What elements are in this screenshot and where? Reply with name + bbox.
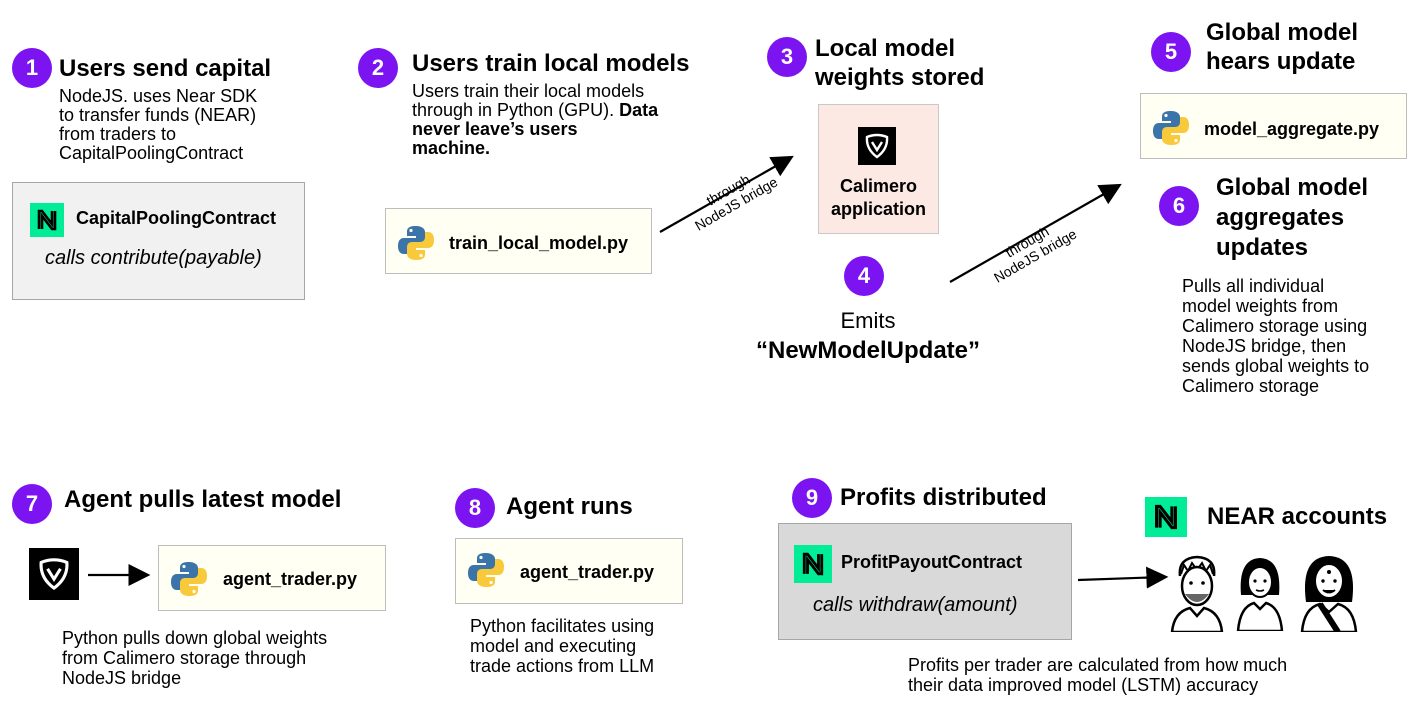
step-9-badge: 9 xyxy=(792,478,832,518)
step-6-title: Global model aggregates updates xyxy=(1216,174,1369,261)
step-2-badge: 2 xyxy=(358,48,398,88)
train-local-model-box: train_local_model.py xyxy=(385,208,652,274)
near-logo-icon xyxy=(30,203,64,237)
arrow-train-to-calimero xyxy=(659,155,794,233)
near-accounts-title: NEAR accounts xyxy=(1207,503,1388,530)
model-aggregate-box: model_aggregate.py xyxy=(1140,93,1407,159)
step-1-title: Users send capital xyxy=(59,55,272,82)
near-logo-icon xyxy=(1145,497,1187,537)
new-model-update-event: “NewModelUpdate” xyxy=(755,337,980,364)
profit-payout-contract-call: calls withdraw(amount) xyxy=(813,594,1018,616)
capital-pooling-contract-call: calls contribute(payable) xyxy=(45,247,262,269)
agent-trader-box-step8: agent_trader.py xyxy=(455,538,683,604)
step-8-title: Agent runs xyxy=(506,493,633,520)
python-logo-icon xyxy=(1153,111,1189,145)
step-9-description: Profits per trader are calculated from h… xyxy=(908,655,1288,695)
agent-trader-filename-step8: agent_trader.py xyxy=(520,562,655,582)
user-avatar-icon xyxy=(1300,556,1358,632)
capital-pooling-contract-name: CapitalPoolingContract xyxy=(76,208,277,228)
profit-payout-contract-name: ProfitPayoutContract xyxy=(841,552,1023,572)
arrow-payout-to-accounts xyxy=(1077,566,1169,589)
user-avatar-icon xyxy=(1236,558,1284,631)
near-logo-icon xyxy=(794,545,832,583)
step-2-title: Users train local models xyxy=(412,50,690,77)
step-6-description: Pulls all individual model weights from … xyxy=(1182,276,1370,396)
agent-trader-filename-step7: agent_trader.py xyxy=(223,569,358,589)
calimero-logo-icon xyxy=(29,548,79,600)
calimero-application-box: Calimero application xyxy=(818,104,939,234)
step-8-description: Python facilitates using model and execu… xyxy=(470,616,655,676)
user-avatar-icon xyxy=(1170,555,1224,632)
step-7-badge: 7 xyxy=(12,484,52,524)
step-1-badge: 1 xyxy=(12,48,52,88)
step-7-description: Python pulls down global weights from Ca… xyxy=(62,628,328,688)
step-4-badge: 4 xyxy=(844,256,884,296)
python-logo-icon xyxy=(398,226,434,260)
calimero-logo-icon xyxy=(858,127,896,165)
agent-trader-box-step7: agent_trader.py xyxy=(158,545,386,611)
capital-pooling-contract-box: CapitalPoolingContract calls contribute(… xyxy=(12,182,305,300)
step-9-title: Profits distributed xyxy=(840,484,1047,511)
step-6-badge: 6 xyxy=(1159,186,1199,226)
model-aggregate-filename: model_aggregate.py xyxy=(1204,119,1380,139)
step-5-badge: 5 xyxy=(1151,32,1191,72)
calimero-application-label: Calimero application xyxy=(830,176,926,219)
step-8-badge: 8 xyxy=(455,488,495,528)
step-3-title: Local model weights stored xyxy=(815,35,985,91)
train-local-model-filename: train_local_model.py xyxy=(449,233,629,253)
arrow-emit-to-aggregate xyxy=(949,183,1122,283)
python-logo-icon xyxy=(468,553,504,587)
step-3-badge: 3 xyxy=(767,37,807,77)
step-4-emits-label: Emits xyxy=(840,308,896,333)
step-2-description: Users train their local models through i… xyxy=(412,81,659,158)
step-5-title: Global model hears update xyxy=(1206,19,1359,75)
profit-payout-contract-box: ProfitPayoutContract calls withdraw(amou… xyxy=(778,523,1072,640)
step-1-description: NodeJS. uses Near SDK to transfer funds … xyxy=(59,86,258,163)
step-7-title: Agent pulls latest model xyxy=(64,486,342,513)
python-logo-icon xyxy=(171,562,207,596)
